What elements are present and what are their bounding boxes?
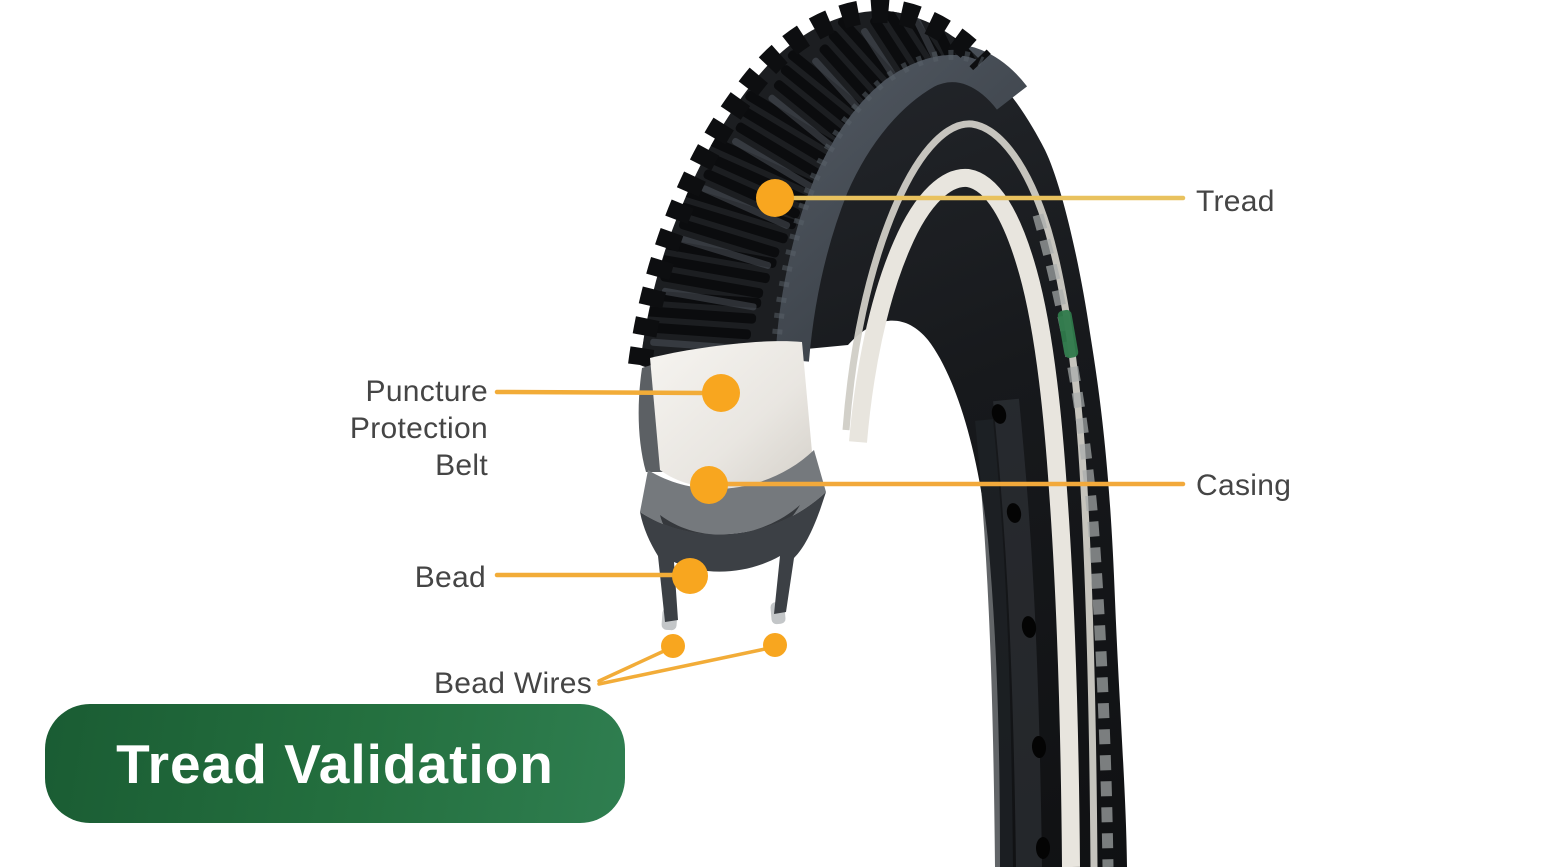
casing-band	[640, 450, 826, 535]
bead-wire-tips	[661, 601, 786, 631]
leader-line-bead-wire-right	[597, 647, 767, 686]
callout-dots	[661, 179, 794, 658]
leader-line-puncture-belt	[494, 389, 709, 396]
tread-face	[640, 10, 982, 372]
tire-shoulder	[771, 44, 1028, 362]
callout-dot-bead-wire-left	[661, 634, 685, 658]
leader-line-bead-wire-left	[597, 649, 666, 683]
sidewall-logo-green	[1057, 309, 1079, 359]
callout-dot-bead-wire-right	[763, 633, 787, 657]
title-badge-text: Tread Validation	[116, 732, 554, 795]
rim-sheen-dark	[975, 419, 1013, 867]
tread-edge-knobs	[628, 0, 991, 367]
rim-spoke-holes	[991, 404, 1050, 859]
label-tread: Tread	[1196, 185, 1275, 218]
callout-dot-bead	[672, 558, 708, 594]
callout-dot-casing	[690, 466, 728, 504]
label-puncture-protection-belt: Puncture Protection Belt	[349, 375, 488, 482]
title-badge: Tread Validation	[45, 704, 625, 823]
label-casing: Casing	[1196, 469, 1292, 502]
sidewall-lettering	[1032, 213, 1114, 867]
casing-bell	[640, 492, 826, 622]
sidewall-stripe-thick	[849, 168, 1080, 867]
label-bead: Bead	[414, 561, 486, 594]
tread-edge-highlights	[771, 49, 985, 351]
cutaway-section	[638, 341, 826, 631]
callout-dot-tread	[756, 179, 794, 217]
tire-body	[628, 0, 1127, 867]
rim-sheen	[993, 398, 1042, 867]
casing-left-strip	[638, 362, 664, 472]
label-bead-wires: Bead Wires	[434, 667, 593, 700]
puncture-belt-band	[650, 341, 812, 489]
leader-lines	[494, 195, 1186, 686]
callout-dot-puncture-belt	[702, 374, 740, 412]
